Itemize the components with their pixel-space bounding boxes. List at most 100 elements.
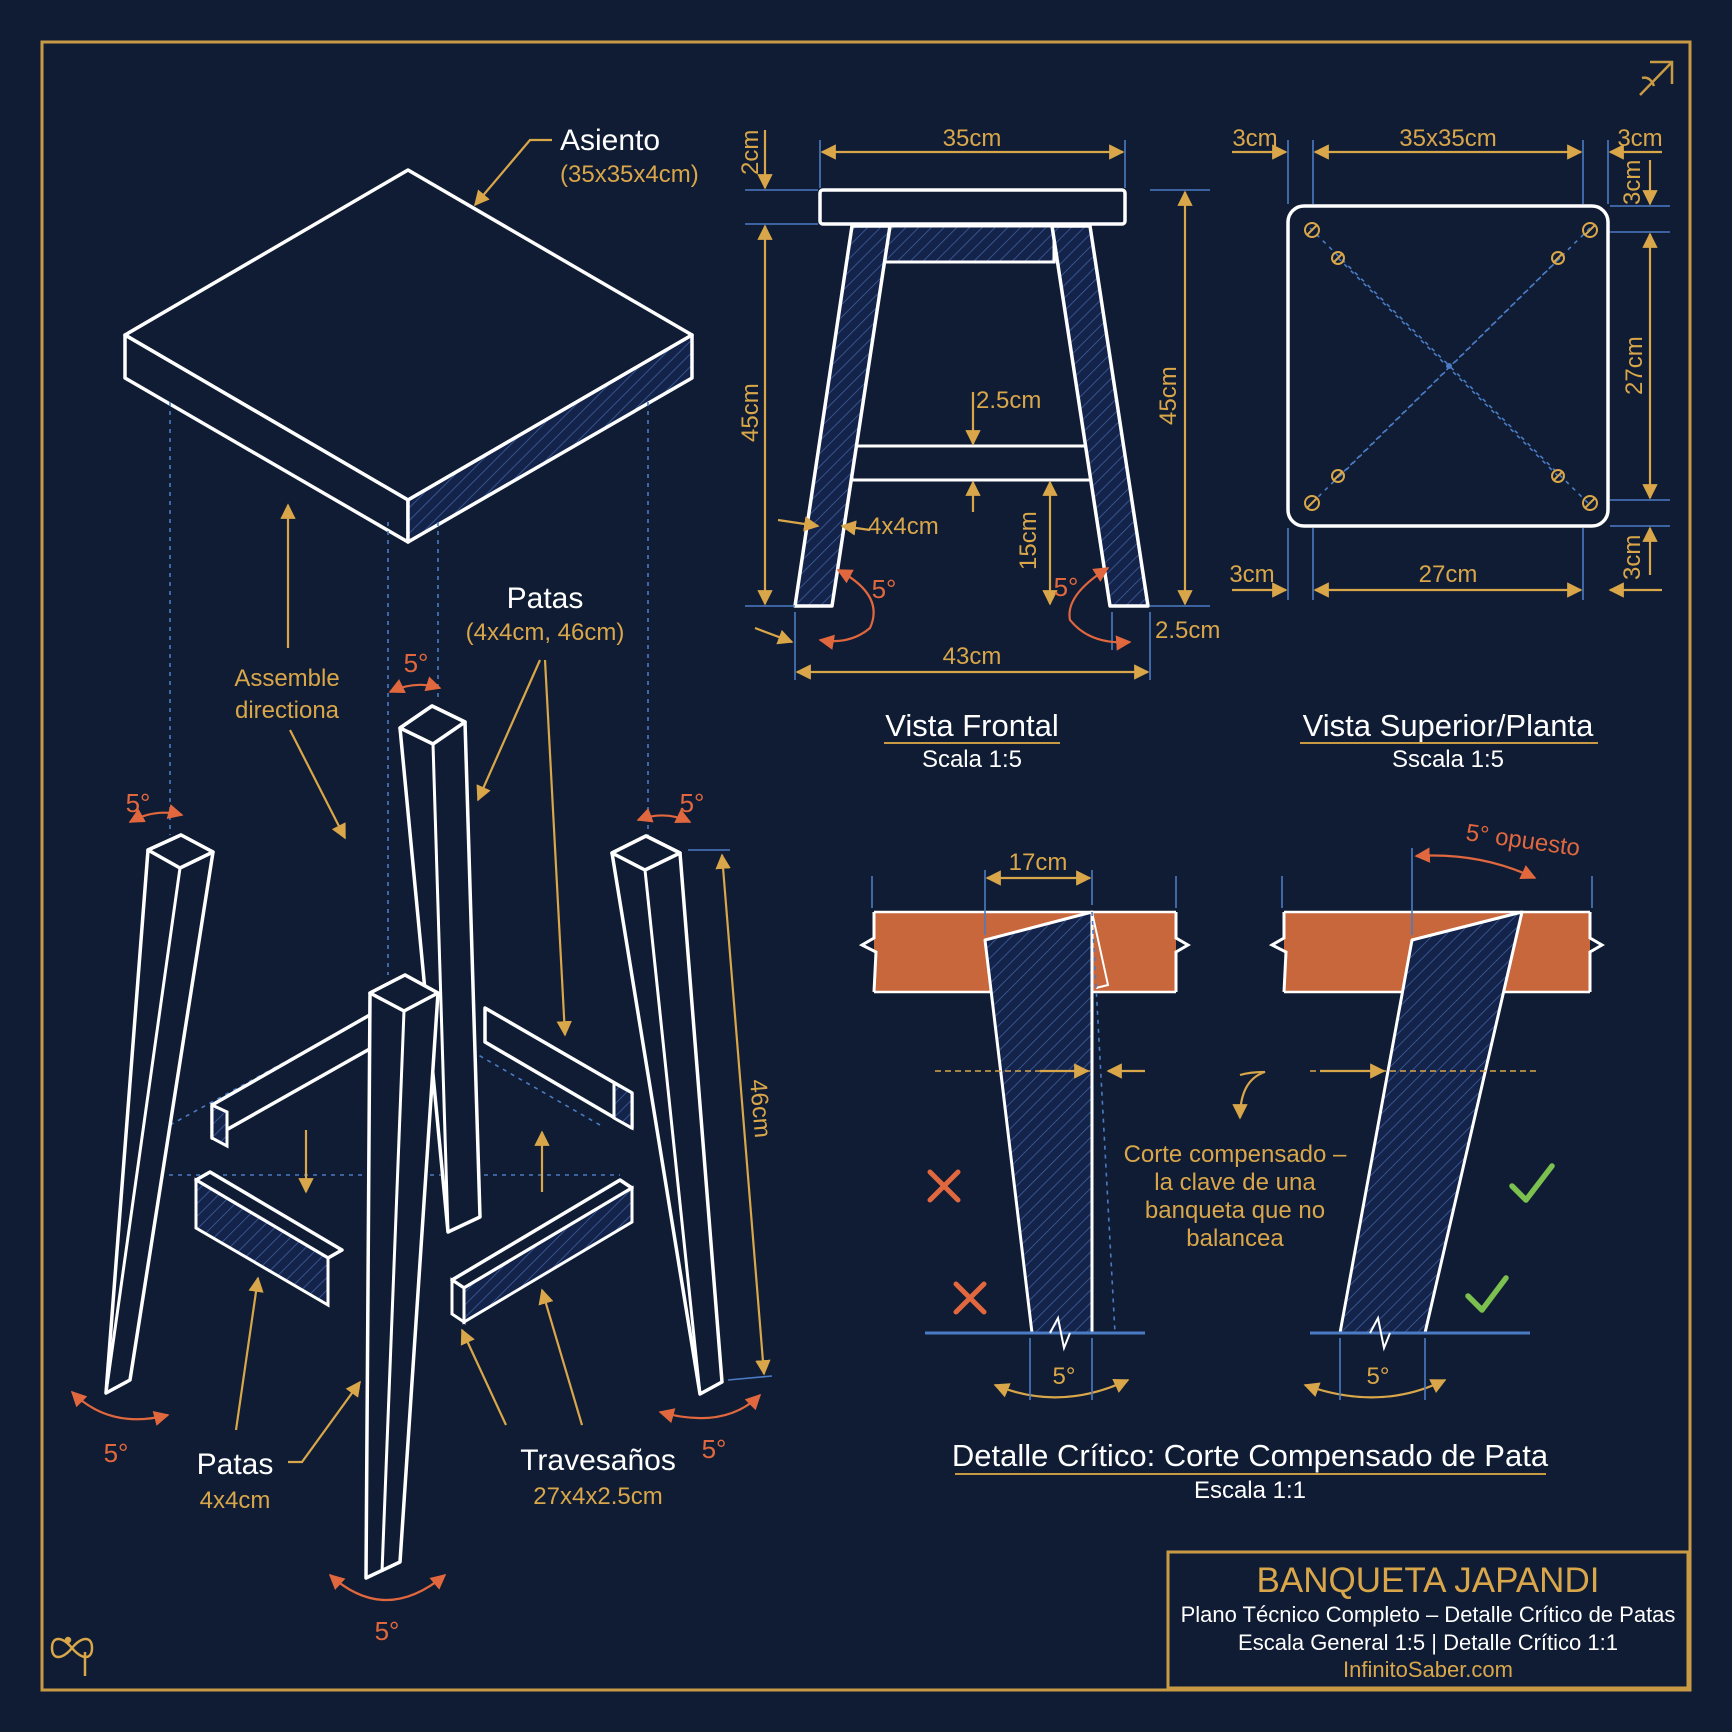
legs-leader-a: [476, 659, 542, 802]
front-seat-thickness: 2cm: [737, 130, 764, 175]
title-block-line2: Escala General 1:5 | Detalle Crítico 1:1: [1238, 1630, 1618, 1655]
front-rail-thickness: 2.5cm: [976, 387, 1041, 414]
front-angle-label-right: 5°: [1054, 572, 1079, 602]
wrong-icon: [927, 1169, 987, 1315]
top-view-title: Vista Superior/Planta: [1303, 708, 1594, 743]
angle-label-right-top: 5°: [680, 788, 705, 818]
front-rail-height: 15cm: [1015, 511, 1042, 570]
seat-size: (35x35x4cm): [560, 161, 699, 188]
angle-mark-right-top: [636, 807, 692, 823]
detail-opposite: 5° opuesto: [1464, 819, 1582, 862]
rail-back-right: [483, 1006, 634, 1131]
angle-mark-left-top: [128, 804, 184, 823]
front-top-rail: [883, 224, 1056, 264]
legs-bottom-leader: [288, 1380, 361, 1464]
detail-wrong-cut: [858, 910, 1191, 1335]
right-top-margin: 3cm: [1619, 160, 1646, 205]
rail-leader-c: [538, 1288, 584, 1426]
front-angle-label-left: 5°: [872, 574, 897, 604]
detail-note-line4: balancea: [1186, 1225, 1284, 1252]
legs-top-label: Patas: [507, 582, 584, 615]
detail-note-line2: la clave de una: [1154, 1169, 1316, 1196]
front-view-title: Vista Frontal: [885, 708, 1058, 743]
seat-board: [123, 168, 694, 544]
detail-angle-right: 5°: [1367, 1363, 1390, 1390]
front-leg-right: [1050, 224, 1150, 608]
assembly-label-line1: Assemble: [234, 665, 339, 692]
top-view-scale: Sscala 1:5: [1392, 746, 1504, 773]
front-height-right: 45cm: [1155, 366, 1182, 425]
isometric-assembly: Asiento (35x35x4cm) Assemble directiona …: [70, 124, 776, 1646]
title-block: BANQUETA JAPANDI Plano Técnico Completo …: [1166, 1550, 1690, 1690]
title-block-title: BANQUETA JAPANDI: [1257, 1561, 1600, 1600]
legs-bottom-label: Patas: [197, 1448, 274, 1481]
compass-arrow-icon: [1639, 60, 1674, 96]
infinity-logo-icon: [50, 1636, 94, 1676]
front-view-scale: Scala 1:5: [922, 746, 1022, 773]
correct-icon: [1465, 1163, 1555, 1313]
assembly-arrow: [289, 729, 346, 840]
front-base-width: 43cm: [943, 643, 1002, 670]
detail-angle-arc-right: [1303, 1379, 1447, 1399]
front-view: 35cm 2cm 45cm 45cm 2.5cm 4x4cm 15cm 5° 5…: [737, 125, 1220, 773]
front-height-left: 45cm: [737, 383, 764, 442]
title-block-line1: Plano Técnico Completo – Detalle Crítico…: [1181, 1602, 1676, 1627]
leg-front: [364, 973, 440, 1580]
legs-leader-b: [543, 659, 572, 1037]
detail-correct-cut: [1268, 910, 1605, 1335]
top-left-margin: 3cm: [1232, 125, 1277, 152]
detail-note-line1: Corte compensado –: [1124, 1141, 1347, 1168]
top-size: 35x35cm: [1399, 125, 1496, 152]
bottom-middle: 27cm: [1419, 561, 1478, 588]
angle-label-right-foot: 5°: [702, 1434, 727, 1464]
rails-size: 27x4x2.5cm: [533, 1483, 662, 1510]
angle-mark-left-foot: [70, 1390, 170, 1426]
title-block-site: InfinitoSaber.com: [1343, 1657, 1513, 1682]
leg-left: [104, 833, 215, 1395]
detail-section: 17cm 5° opuesto Corte compensado – la cl…: [858, 819, 1605, 1504]
leg-length-label: 46cm: [744, 1078, 776, 1139]
seat-leader: [474, 138, 552, 207]
angle-label-back-top: 5°: [404, 648, 429, 678]
front-leg-section: 4x4cm: [868, 513, 939, 540]
detail-title: Detalle Crítico: Corte Compensado de Pat…: [952, 1438, 1549, 1473]
detail-angle-arc-left: [993, 1378, 1130, 1399]
angle-mark-front-foot: [328, 1573, 447, 1602]
right-middle: 27cm: [1621, 336, 1648, 395]
rail-front-right: [450, 1178, 634, 1325]
seat-label: Asiento: [560, 124, 660, 157]
legs-top-size: (4x4cm, 46cm): [466, 619, 625, 646]
front-leg-left: [793, 224, 892, 608]
front-angle-left: [818, 569, 875, 650]
leg-back: [398, 704, 482, 1234]
rails-label: Travesaños: [520, 1444, 676, 1477]
front-seat-width: 35cm: [943, 125, 1002, 152]
bottom-left-margin: 3cm: [1229, 561, 1274, 588]
leg-length-dimension: [715, 853, 771, 1376]
front-seat: [818, 188, 1127, 226]
angle-mark-back-top: [388, 676, 442, 693]
screw-icons: [1304, 222, 1598, 511]
right-bottom-margin: 3cm: [1619, 535, 1646, 580]
legs-bottom-size: 4x4cm: [200, 1487, 271, 1514]
rail-leader-b: [460, 1328, 507, 1426]
top-view: 3cm 35x35cm 3cm 3cm 27cm 3cm 3cm 27cm Vi…: [1229, 125, 1670, 773]
rail-front-left: [194, 1170, 344, 1308]
angle-label-front-foot: 5°: [375, 1616, 400, 1646]
angle-label-left-top: 5°: [126, 788, 151, 818]
angle-label-left-foot: 5°: [104, 1438, 129, 1468]
leg-right: [610, 834, 724, 1396]
rail-leader-a: [234, 1276, 264, 1431]
front-foot-offset: 2.5cm: [1155, 617, 1220, 644]
angle-mark-right-foot: [658, 1393, 762, 1424]
assembly-label-line2: directiona: [235, 697, 340, 724]
detail-note-line3: banqueta que no: [1145, 1197, 1325, 1224]
rail-back-left: [210, 1006, 384, 1149]
detail-opposite-angle: [1414, 847, 1537, 880]
detail-scale: Escala 1:1: [1194, 1477, 1306, 1504]
front-angle-right: [1068, 567, 1132, 651]
front-low-rail: [850, 444, 1094, 482]
top-right-margin: 3cm: [1617, 125, 1662, 152]
detail-angle-left: 5°: [1053, 1363, 1076, 1390]
